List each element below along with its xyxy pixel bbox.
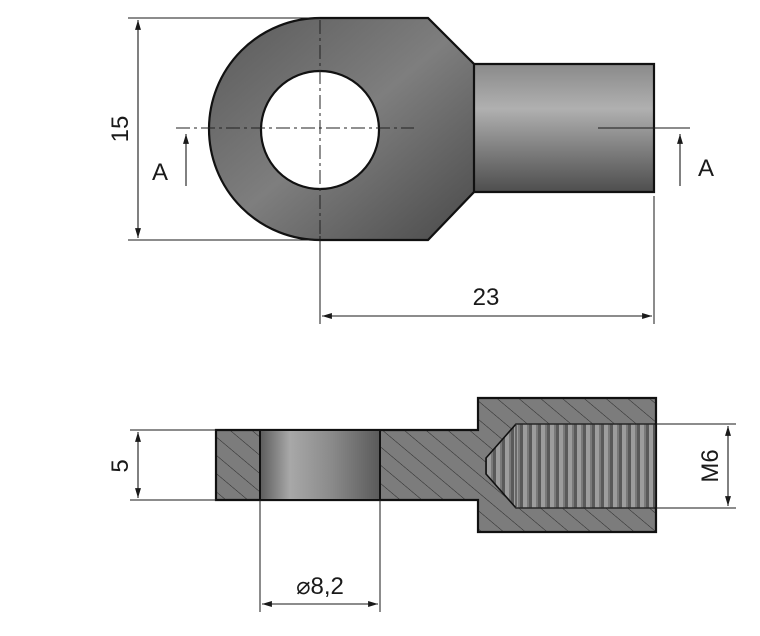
- threaded-hole: [485, 423, 657, 509]
- dim-label-23: 23: [473, 284, 500, 311]
- section-bore: [259, 429, 381, 501]
- top-view: 15 A A 23: [107, 16, 714, 324]
- dim-label-15: 15: [107, 116, 134, 143]
- section-marker-right-label: A: [698, 155, 714, 182]
- dim-label-5: 5: [107, 459, 134, 472]
- dim-label-bore-diameter: ⌀8,2: [296, 573, 344, 600]
- section-marker-left-label: A: [152, 159, 168, 186]
- dim-label-m6: M6: [697, 449, 724, 482]
- thread-core: [515, 423, 655, 509]
- section-view: 5 ⌀8,2 M6: [107, 396, 736, 612]
